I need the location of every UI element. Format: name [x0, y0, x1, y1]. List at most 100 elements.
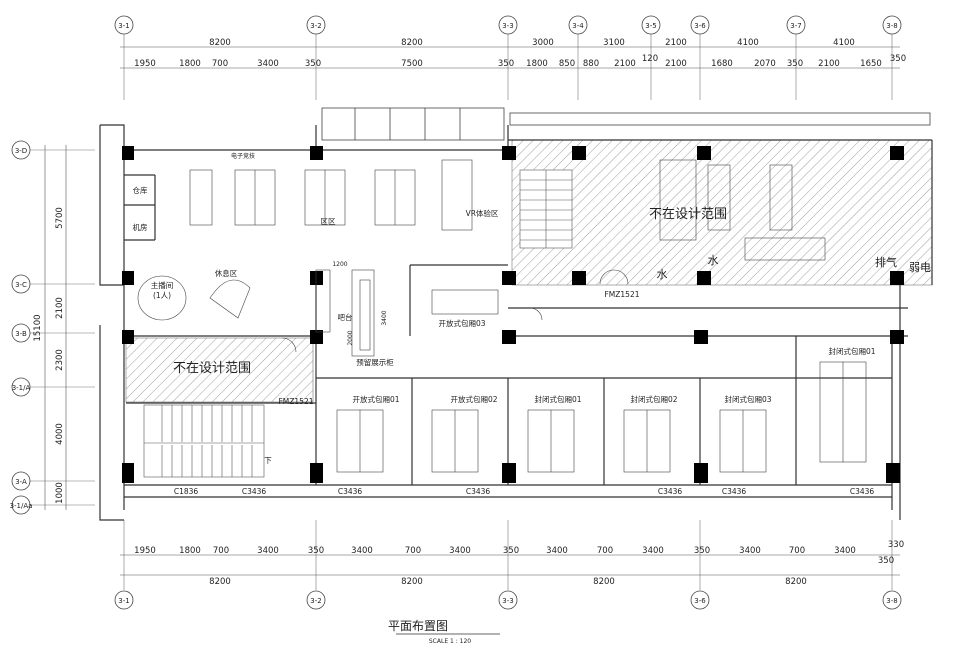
- axis-labels: 3-1 3-2 3-3 3-4 3-5 3-6 3-7 3-8 3-1 3-2 …: [10, 22, 898, 605]
- bar-note: 预留展示柜: [356, 357, 394, 367]
- host-room-note: (1人): [153, 291, 171, 300]
- dim-text: 2300: [55, 349, 65, 371]
- axis-label: 3-C: [15, 281, 27, 289]
- dim-text: 8200: [785, 577, 807, 587]
- dim-text: 5700: [55, 207, 65, 229]
- dim-text: 120: [642, 54, 658, 64]
- dim-text: 700: [212, 59, 228, 69]
- axis-label: 3-A: [15, 478, 27, 486]
- dim-text: 1650: [860, 59, 882, 69]
- dim-text: 3400: [642, 546, 664, 556]
- dim-text: 880: [583, 59, 599, 69]
- dim-text: 3400: [739, 546, 761, 556]
- window-code: C3436: [658, 487, 683, 496]
- axis-label: 3-3: [502, 597, 513, 605]
- closed-booth-01-label: 封闭式包厢01: [534, 394, 581, 404]
- axis-label: 3-6: [694, 22, 706, 30]
- plan-title: 平面布置图: [388, 619, 448, 633]
- dim-text: 8200: [401, 577, 423, 587]
- dim-text: 350: [787, 59, 803, 69]
- axis-label: 3-3: [502, 22, 513, 30]
- door-codes: FMZ1521 FMZ1521: [278, 290, 639, 406]
- dim-text: 3000: [532, 38, 554, 48]
- dim-text: 7500: [401, 59, 423, 69]
- window-code: C3436: [850, 487, 875, 496]
- doors: [281, 269, 629, 353]
- axis-label: 3-2: [310, 597, 321, 605]
- dim-text: 2100: [665, 38, 687, 48]
- dim-text: 4100: [737, 38, 759, 48]
- open-booth-02-label: 开放式包厢02: [450, 394, 497, 404]
- window-code: C3436: [338, 487, 363, 496]
- dim-text: 2100: [665, 59, 687, 69]
- machine-room-label: 机房: [133, 222, 148, 232]
- dim-text: 2070: [754, 59, 776, 69]
- closed-booth-02-label: 封闭式包厢02: [630, 394, 677, 404]
- axis-label: 3-1: [118, 22, 129, 30]
- dim-text: 8200: [593, 577, 615, 587]
- top-window-frame: [321, 107, 931, 141]
- axis-label: 3-8: [886, 597, 897, 605]
- water-label-2: 水: [708, 254, 719, 267]
- closed-booth-03-label: 封闭式包厢03: [724, 394, 771, 404]
- dim-text: 3400: [834, 546, 856, 556]
- dimension-lines: [44, 46, 900, 576]
- vr-zone-label: VR体验区: [466, 208, 499, 218]
- window-code: C1836: [174, 487, 199, 496]
- axis-label: 3-8: [886, 22, 897, 30]
- dimension-top-overall: 8200 8200 3000 3100 2100 4100 4100: [209, 38, 855, 48]
- lounge-label: 休息区: [215, 268, 238, 278]
- axis-label: 3-4: [572, 22, 584, 30]
- dim-text: 8200: [209, 38, 231, 48]
- out-of-scope-left: 不在设计范围: [173, 361, 251, 376]
- room-labels: 仓库 机房 主播间 (1人) 休息区 VR体验区 吧台 预留展示柜 开放式包厢0…: [133, 152, 932, 465]
- dim-text: 350: [305, 59, 321, 69]
- dimension-top-detail: 1950 1800 700 3400 350 7500 350 1800 850…: [134, 54, 906, 69]
- dim-text: 3400: [546, 546, 568, 556]
- dimension-left: 15100 5700 2100 2300 4000 1000: [33, 207, 65, 504]
- axis-label: 3-1/Aa: [10, 502, 33, 510]
- dim-text: 3400: [449, 546, 471, 556]
- dim-text: 350: [890, 54, 906, 64]
- door-code: FMZ1521: [604, 290, 639, 299]
- axis-label: 3-D: [15, 147, 27, 155]
- dim-text: 2100: [614, 59, 636, 69]
- dimension-bottom-overall: 8200 8200 8200 8200 350: [209, 556, 894, 587]
- window-code: C3436: [242, 487, 267, 496]
- axis-label: 3-2: [310, 22, 321, 30]
- dim-text: 1950: [134, 546, 156, 556]
- dim-text: 1800: [179, 59, 201, 69]
- dim-text: 700: [597, 546, 613, 556]
- axis-grid: [30, 33, 893, 590]
- dim-text: 700: [213, 546, 229, 556]
- dim-text: 330: [888, 540, 904, 550]
- door-code: FMZ1521: [278, 397, 313, 406]
- dim-text: 3400: [257, 59, 279, 69]
- bar-width-dim: 1200: [332, 261, 347, 268]
- out-of-scope-right: 不在设计范围: [649, 207, 727, 222]
- closed-booth-01b-label: 封闭式包厢01: [828, 346, 875, 356]
- drawing-title: 平面布置图 SCALE 1 : 120: [388, 619, 500, 645]
- dim-text: 1680: [711, 59, 733, 69]
- stairs-left: [143, 404, 265, 478]
- dim-text: 3400: [351, 546, 373, 556]
- axis-label: 3-7: [790, 22, 801, 30]
- dim-text: 350: [498, 59, 514, 69]
- out-of-scope-areas: [125, 139, 933, 403]
- stairs-right: [519, 169, 573, 249]
- window-codes: C1836 C3436 C3436 C3436 C3436 C3436 C343…: [174, 487, 875, 496]
- dim-text: 8200: [401, 38, 423, 48]
- dim-text: 350: [308, 546, 324, 556]
- open-booth-03-label: 开放式包厢03: [438, 318, 485, 328]
- dim-text: 1800: [179, 546, 201, 556]
- bar-dimensions: 1200 3400 2000: [332, 261, 388, 346]
- weak-power-label: 弱电: [909, 261, 931, 274]
- open-booth-01-label: 开放式包厢01: [352, 394, 399, 404]
- zone-mark-label: 区区: [321, 217, 336, 226]
- columns: [122, 146, 904, 483]
- water-label: 水: [657, 268, 668, 281]
- counter-label: 电子竞技: [231, 152, 255, 160]
- walls: [99, 124, 933, 521]
- plan-scale: SCALE 1 : 120: [429, 638, 471, 645]
